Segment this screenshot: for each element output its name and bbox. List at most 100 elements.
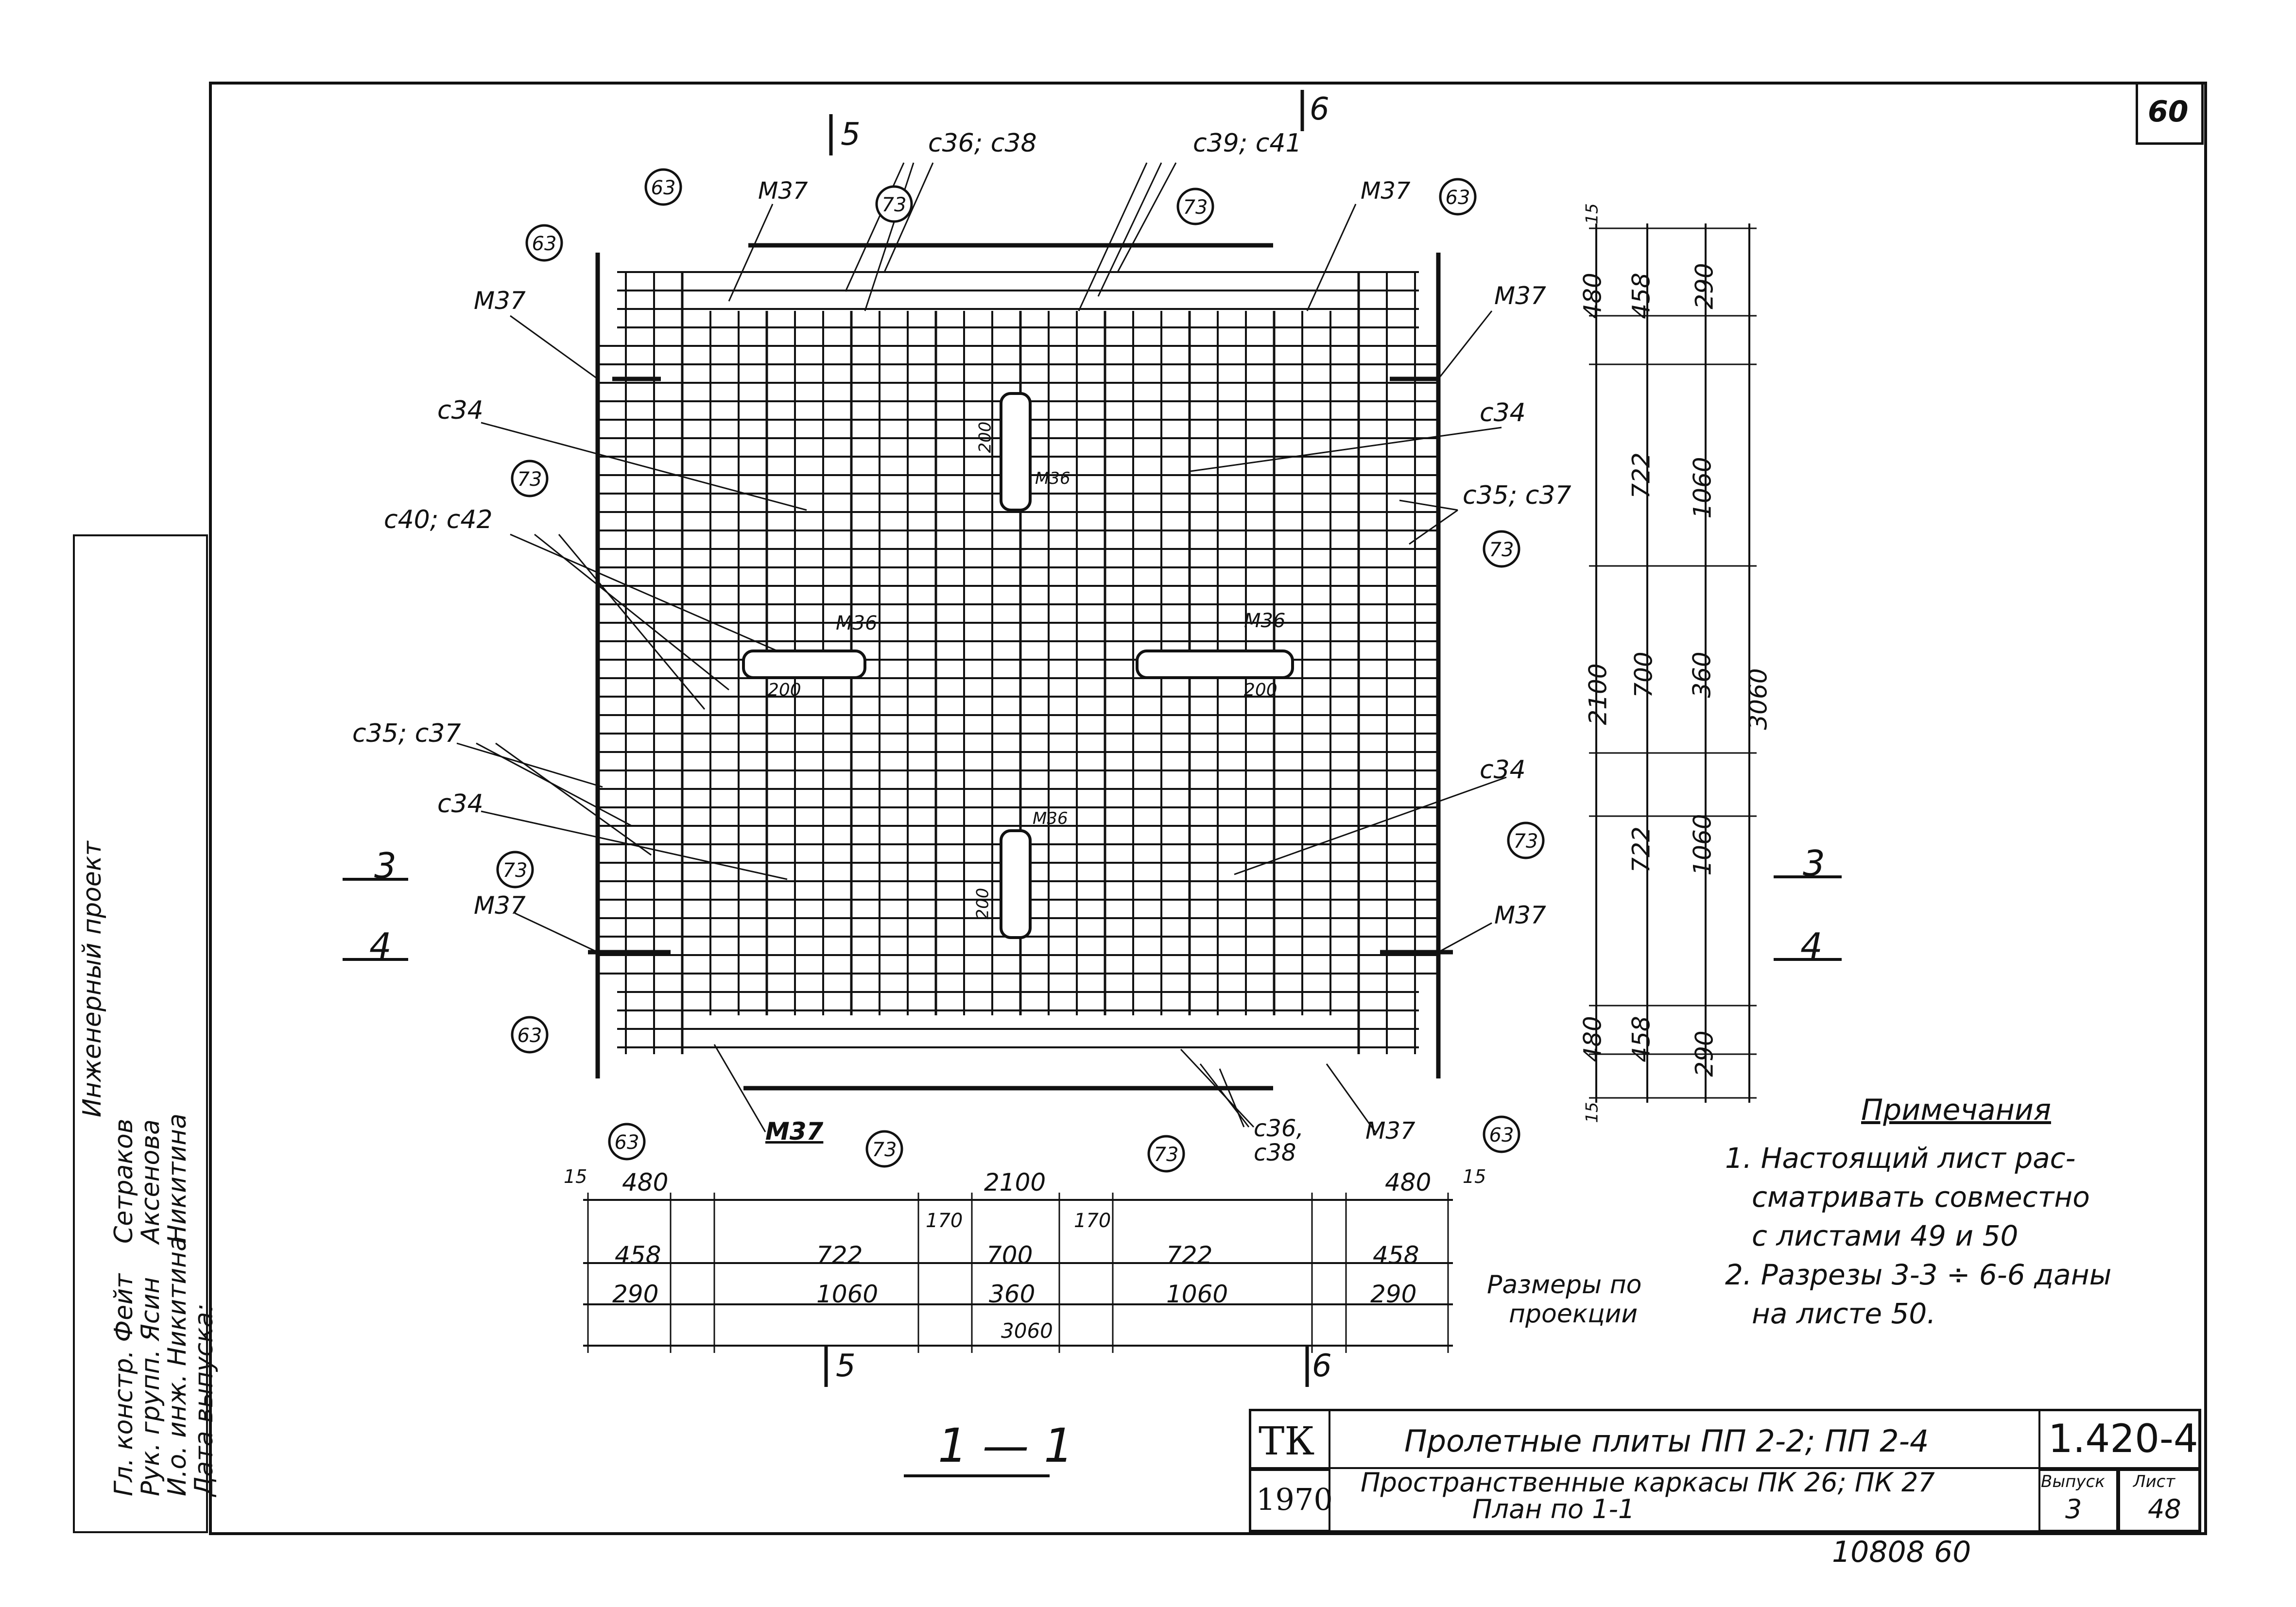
dim-290-br: 290 (1370, 1280, 1417, 1308)
dim-170-r: 170 (1074, 1210, 1111, 1232)
position-bubble (511, 1016, 549, 1054)
sheet-code: 1.420-4 (2048, 1416, 2198, 1461)
leader-line (1399, 499, 1458, 511)
position-bubble (496, 851, 534, 889)
title-block-sheet-cell (2116, 1467, 2200, 1532)
position-bubble (1483, 530, 1520, 568)
position-bubble-label: 63 (532, 233, 557, 255)
dim-1060-rt: 1060 (1688, 457, 1717, 519)
leader-line (1437, 310, 1493, 379)
dim-1060-br: 1060 (1166, 1280, 1228, 1308)
leader-line (1078, 162, 1148, 311)
dim-360-b: 360 (989, 1280, 1036, 1308)
position-bubble-label: 63 (651, 177, 676, 199)
dim-722-br: 722 (1166, 1241, 1213, 1269)
notes-heading: Примечания (1861, 1093, 2051, 1127)
title-line-2: Пространственные каркасы ПК 26; ПК 27 (1361, 1467, 1935, 1498)
label-c40c42: с40; с42 (384, 505, 493, 534)
position-bubble-label: 63 (1446, 187, 1470, 209)
dim-722-rt: 722 (1627, 452, 1656, 499)
label-c38-b: с38 (1254, 1139, 1296, 1166)
dim-3060-b: 3060 (1001, 1319, 1053, 1343)
issue-label: Выпуск (2041, 1472, 2105, 1491)
cut-5-bottom: 5 (836, 1348, 856, 1384)
dim-15-br: 15 (1463, 1166, 1486, 1187)
title-block-year-cell (1249, 1467, 1330, 1532)
note-1-line-3: с листами 49 и 50 (1752, 1219, 2019, 1252)
cut-3-left: 3 (374, 845, 397, 886)
dim-290-bl: 290 (612, 1280, 659, 1308)
leader-line (534, 533, 729, 691)
position-bubble-label: 73 (518, 468, 542, 491)
leader-line (1234, 776, 1507, 875)
position-bubble (644, 168, 682, 206)
position-bubble-label: 73 (1514, 830, 1538, 853)
leader-line (1199, 1063, 1250, 1128)
position-bubble (1507, 821, 1545, 859)
position-bubble (1147, 1135, 1185, 1173)
label-c35c37-l: с35; с37 (352, 719, 461, 748)
position-bubble (875, 185, 913, 223)
label-m37-l2: М37 (474, 891, 526, 920)
sheet-label: Лист (2133, 1472, 2175, 1491)
dim-1060-rb: 1060 (1688, 814, 1717, 876)
note-2-line-2: на листе 50. (1752, 1297, 1936, 1330)
dim-290-rt: 290 (1690, 263, 1719, 309)
leader-line (515, 912, 598, 953)
leader-line (1180, 1048, 1255, 1128)
dim-200-b: 200 (768, 680, 801, 700)
position-bubble (865, 1130, 903, 1168)
label-m36-2: М36 (836, 612, 878, 634)
label-m37-br: М37 (1365, 1117, 1416, 1145)
page-number-box (2136, 82, 2204, 145)
m36-loop (1000, 829, 1032, 939)
position-bubble-label: 73 (872, 1139, 897, 1161)
label-c34-l2: с34 (437, 789, 483, 819)
leader-lines (456, 162, 1507, 1132)
position-bubble (1176, 188, 1214, 225)
position-bubble-label: 63 (518, 1025, 542, 1047)
cut-3-right: 3 (1803, 843, 1825, 884)
label-c34-r2: с34 (1480, 755, 1526, 785)
cut-4-right: 4 (1800, 925, 1823, 966)
label-m37-tl: М37 (758, 177, 808, 205)
dim-15-rb: 15 (1582, 1102, 1602, 1123)
title-block-org-cell (1249, 1409, 1330, 1471)
m36-loop (1000, 392, 1032, 512)
position-bubble (525, 224, 563, 262)
position-bubble (511, 460, 549, 497)
m36-loop (742, 650, 866, 679)
issue-value: 3 (2065, 1494, 2082, 1524)
position-bubble-label: 73 (1489, 539, 1514, 561)
dim-480-br: 480 (1385, 1168, 1432, 1197)
label-c36-b: с36, (1254, 1115, 1304, 1142)
label-m36-3: М36 (1244, 610, 1286, 632)
title-line-1: Пролетные плиты ПП 2-2; ПП 2-4 (1404, 1423, 1929, 1459)
drawing-frame (209, 82, 2207, 1535)
title-line-3: План по 1-1 (1472, 1494, 1635, 1524)
note-1-line-1: 1. Настоящий лист рас- (1725, 1142, 2076, 1175)
dim-700-r: 700 (1629, 651, 1658, 698)
leader-line (510, 315, 598, 380)
position-bubble-label: 73 (882, 194, 907, 216)
position-bubble-label: 63 (1489, 1124, 1514, 1146)
leader-line (510, 533, 778, 652)
leader-line (1219, 1068, 1245, 1128)
label-m37-bl: М37 (765, 1117, 824, 1145)
dim-200-a: 200 (975, 421, 995, 453)
dim-458-br: 458 (1373, 1241, 1419, 1269)
dim-480-bl: 480 (622, 1168, 669, 1197)
page-number: 60 (2148, 95, 2189, 129)
label-m37-tr: М37 (1361, 177, 1411, 205)
leader-line (495, 742, 652, 856)
dim-170-l: 170 (926, 1210, 963, 1232)
position-bubble-label: 73 (503, 859, 528, 882)
dim-722-bl: 722 (816, 1241, 863, 1269)
leader-line (1409, 509, 1458, 545)
label-c35c37-r: с35; с37 (1463, 481, 1571, 510)
dim-2100-r: 2100 (1584, 663, 1612, 725)
dim-722-rb: 722 (1627, 826, 1656, 873)
position-bubble-label: 63 (615, 1131, 639, 1154)
position-bubble (608, 1123, 646, 1161)
